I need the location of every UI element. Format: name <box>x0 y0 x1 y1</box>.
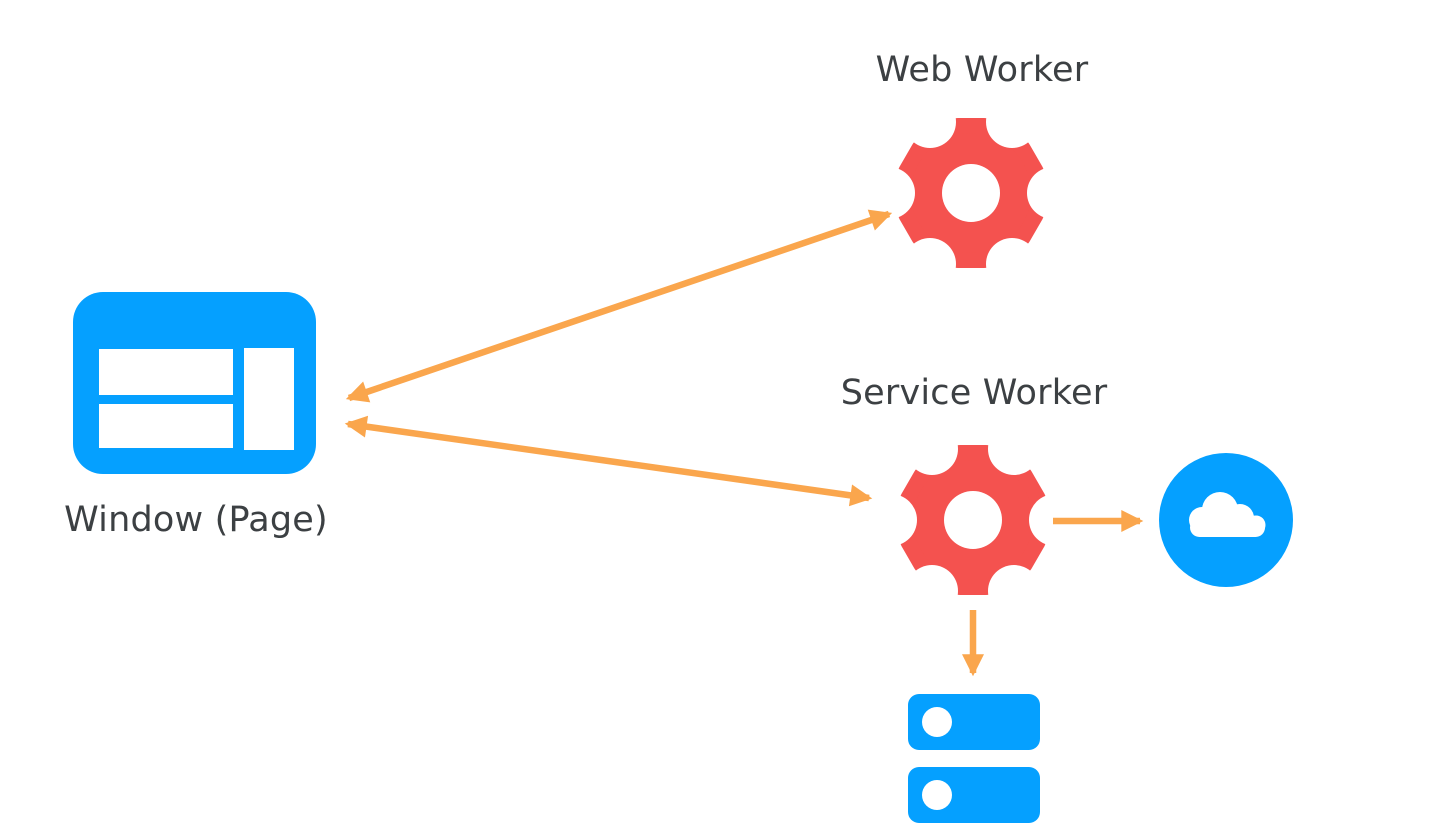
storage-stack-icon <box>908 767 1040 823</box>
edge-window-service-worker <box>344 415 873 507</box>
edge-window-web-worker <box>345 209 893 403</box>
web-worker-label: Web Worker <box>875 50 1089 90</box>
window-page-label: Window (Page) <box>64 500 328 540</box>
cloud-circle-icon <box>1159 453 1293 587</box>
gear-icon <box>871 96 1071 290</box>
window-content-pane-bottom <box>99 404 233 448</box>
storage-disc-indicator <box>922 707 952 737</box>
browser-window-icon <box>73 292 316 474</box>
storage-disc-indicator <box>922 780 952 810</box>
window-sidebar-pane <box>244 348 294 450</box>
gear-icon <box>873 423 1073 617</box>
service-worker-label: Service Worker <box>840 373 1108 413</box>
storage-stack-icon <box>908 694 1040 750</box>
window-content-pane-top <box>99 349 233 395</box>
